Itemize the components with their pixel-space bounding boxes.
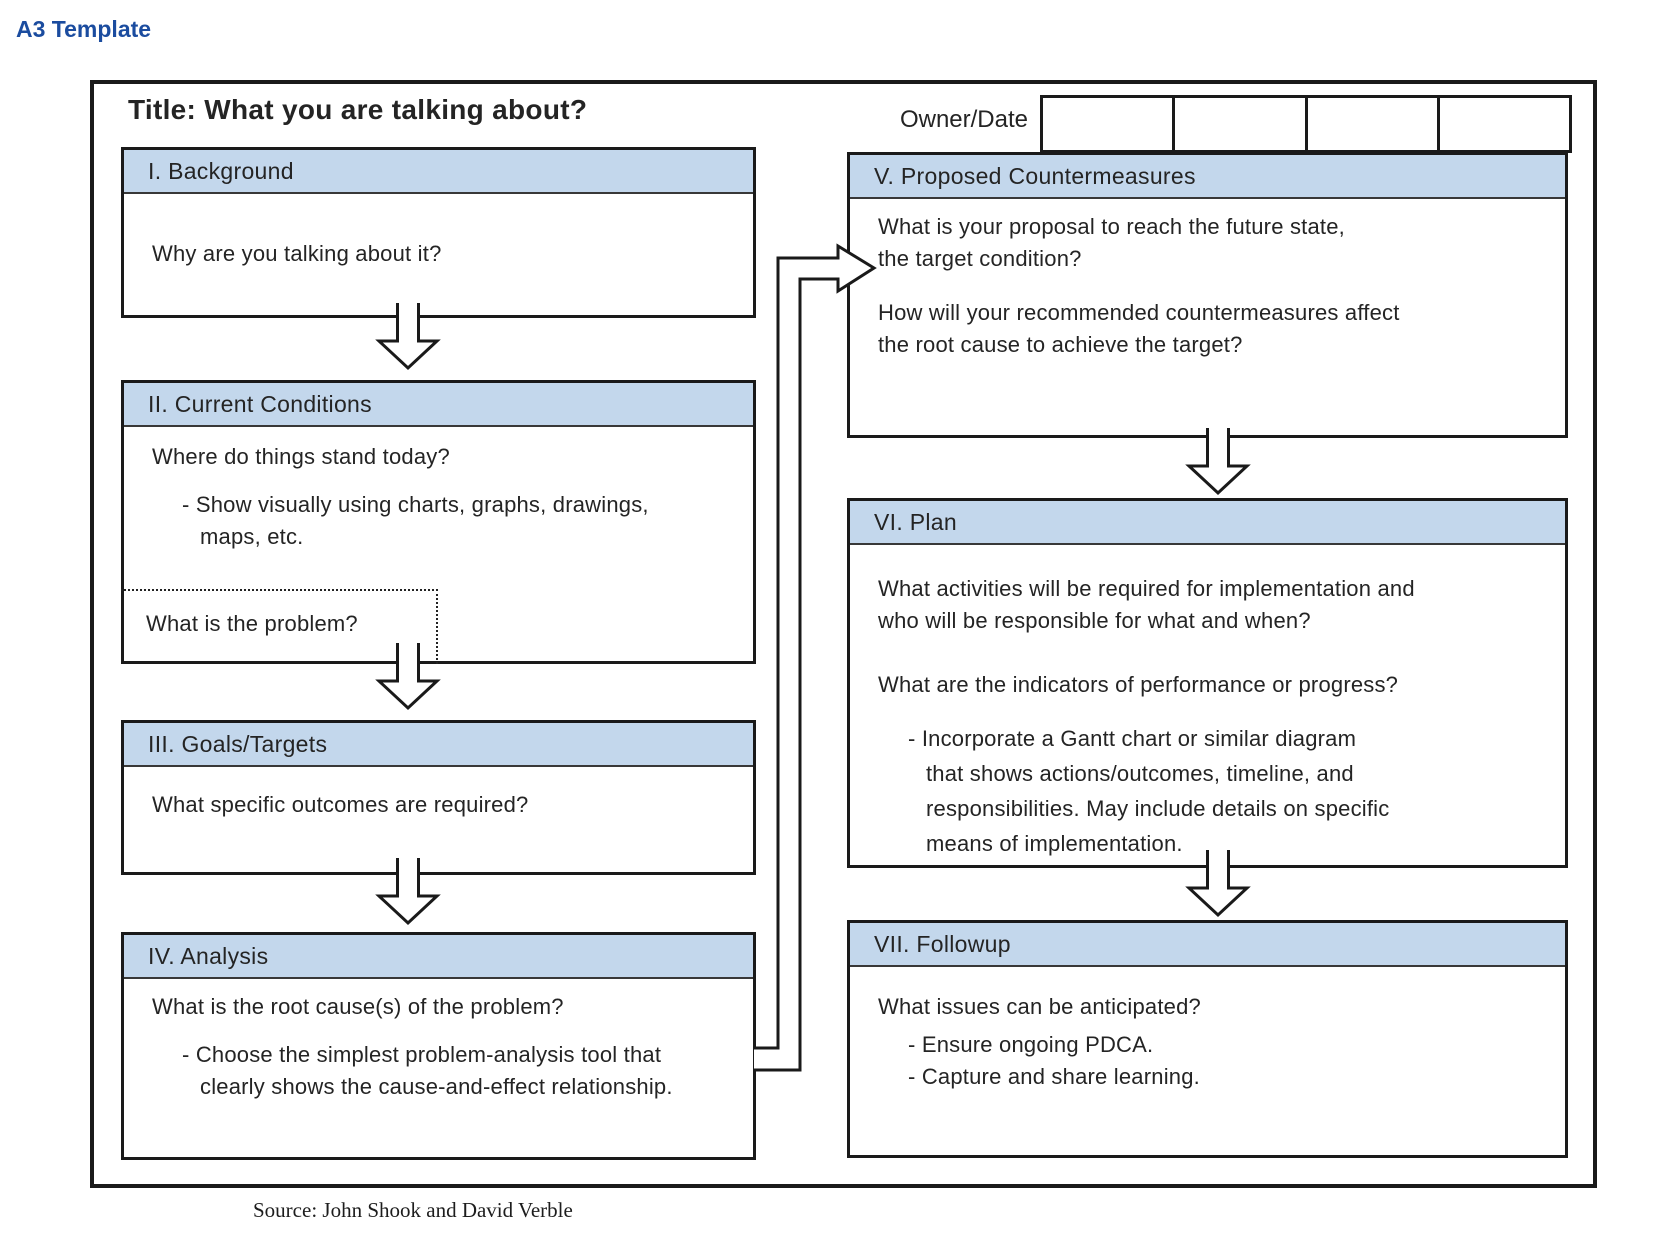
plan-bullet-cont: means of implementation.: [926, 831, 1183, 856]
section-followup-header: VII. Followup: [850, 923, 1565, 967]
sheet-title: Title: What you are talking about?: [128, 94, 588, 125]
section-proposed-countermeasures: V. Proposed Countermeasures What is your…: [847, 152, 1568, 438]
analysis-question: What is the root cause(s) of the problem…: [152, 994, 564, 1019]
plan-question-1: What activities will be required for imp…: [878, 576, 1415, 601]
section-followup: VII. Followup What issues can be anticip…: [847, 920, 1568, 1158]
followup-question: What issues can be anticipated?: [878, 994, 1201, 1019]
current-conditions-question: Where do things stand today?: [152, 444, 450, 469]
plan-bullet: - Incorporate a Gantt chart or similar d…: [908, 726, 1357, 751]
countermeasures-question-2-cont: the root cause to achieve the target?: [878, 332, 1243, 357]
owner-date-cell: [1172, 95, 1308, 153]
owner-date-table: [1040, 95, 1572, 153]
current-conditions-bullet-cont: maps, etc.: [200, 524, 304, 549]
goals-question: What specific outcomes are required?: [152, 792, 529, 817]
countermeasures-question-1: What is your proposal to reach the futur…: [878, 214, 1345, 239]
plan-bullet-cont: responsibilities. May include details on…: [926, 796, 1390, 821]
section-analysis: IV. Analysis What is the root cause(s) o…: [121, 932, 756, 1160]
owner-date-cell: [1040, 95, 1176, 153]
section-current-conditions-header: II. Current Conditions: [124, 383, 753, 427]
followup-bullet: - Ensure ongoing PDCA.: [908, 1032, 1154, 1057]
page-title: A3 Template: [16, 16, 152, 42]
owner-date-label: Owner/Date: [899, 106, 1028, 133]
section-plan: VI. Plan What activities will be require…: [847, 498, 1568, 868]
analysis-bullet-cont: clearly shows the cause-and-effect relat…: [200, 1074, 673, 1099]
countermeasures-question-2: How will your recommended countermeasure…: [878, 300, 1400, 325]
section-current-conditions: II. Current Conditions Where do things s…: [121, 380, 756, 664]
section-proposed-countermeasures-header: V. Proposed Countermeasures: [850, 155, 1565, 199]
analysis-bullet: - Choose the simplest problem-analysis t…: [182, 1042, 662, 1067]
section-plan-header: VI. Plan: [850, 501, 1565, 545]
plan-bullet-cont: that shows actions/outcomes, timeline, a…: [926, 761, 1354, 786]
owner-date-cell: [1436, 95, 1572, 153]
section-goals-targets: III. Goals/Targets What specific outcome…: [121, 720, 756, 875]
current-conditions-bullet: - Show visually using charts, graphs, dr…: [182, 492, 649, 517]
problem-question: What is the problem?: [146, 611, 358, 636]
countermeasures-question-1-cont: the target condition?: [878, 246, 1082, 271]
plan-question-2: What are the indicators of performance o…: [878, 672, 1399, 697]
background-question: Why are you talking about it?: [152, 241, 442, 266]
problem-callout-box: What is the problem?: [121, 589, 438, 664]
followup-bullet: - Capture and share learning.: [908, 1064, 1200, 1089]
section-goals-targets-header: III. Goals/Targets: [124, 723, 753, 767]
plan-question-1-cont: who will be responsible for what and whe…: [878, 608, 1311, 633]
section-background: I. Background Why are you talking about …: [121, 147, 756, 318]
section-background-header: I. Background: [124, 150, 753, 194]
section-analysis-header: IV. Analysis: [124, 935, 753, 979]
source-credit: Source: John Shook and David Verble: [253, 1198, 573, 1222]
owner-date-cell: [1304, 95, 1440, 153]
